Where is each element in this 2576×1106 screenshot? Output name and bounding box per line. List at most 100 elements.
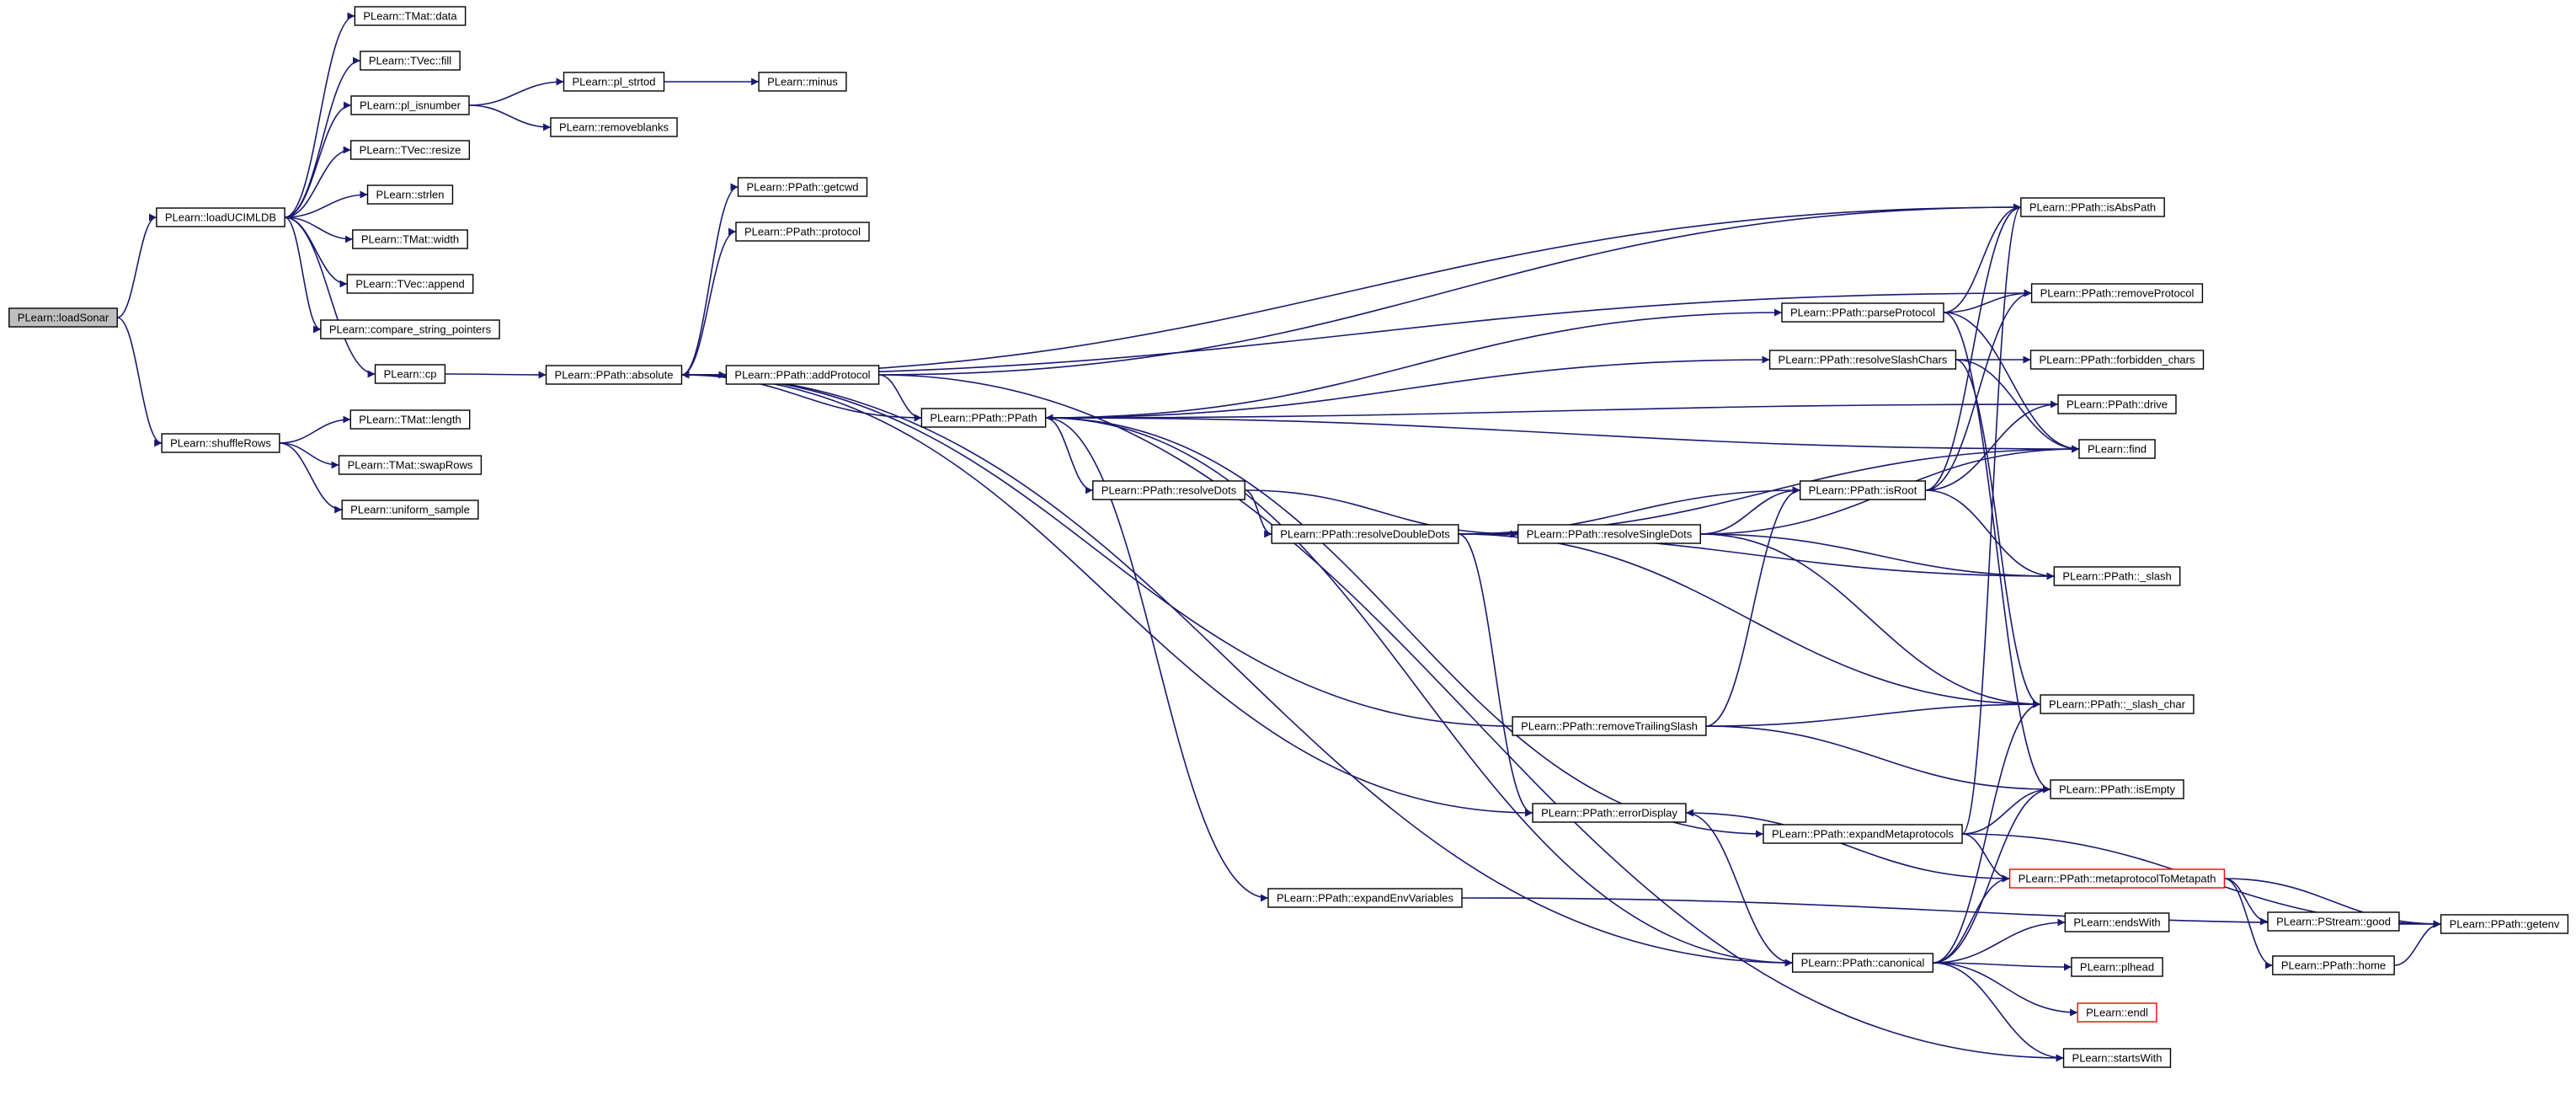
node-label: PLearn::PPath::protocol (744, 226, 861, 238)
edge-expandmetaprotocols-to-metaprotocoltometapath (1961, 833, 2010, 883)
graph-node-loadsonar[interactable]: PLearn::loadSonar (8, 307, 118, 328)
node-box (349, 409, 471, 430)
node-label: PLearn::TMat::data (363, 10, 457, 23)
node-label: PLearn::PPath::expandMetaprotocols (1772, 828, 1955, 841)
edge-path (1045, 417, 1793, 967)
node-label: PLearn::strlen (376, 189, 445, 201)
edge-path (1955, 359, 2079, 453)
edge-path (1045, 417, 1268, 902)
graph-node-tmat-width[interactable]: PLearn::TMat::width (352, 229, 468, 249)
graph-node-tvec-fill[interactable]: PLearn::TVec::fill (360, 51, 461, 71)
graph-node-drive[interactable]: PLearn::PPath::drive (2057, 394, 2177, 414)
node-box (374, 364, 446, 384)
graph-node-tvec-resize[interactable]: PLearn::TVec::resize (349, 140, 471, 160)
node-label: PLearn::PPath::resolveDoubleDots (1280, 528, 1450, 541)
edge-expandmetaprotocols-to-isempty (1962, 785, 2051, 835)
node-box (735, 222, 870, 242)
graph-node-resolvedoubledots[interactable]: PLearn::PPath::resolveDoubleDots (1271, 524, 1459, 544)
edge-ppath-to-find (1045, 417, 2079, 453)
graph-node-addprotocol[interactable]: PLearn::PPath::addProtocol (725, 365, 880, 385)
graph-node-canonical[interactable]: PLearn::PPath::canonical (1791, 953, 1934, 973)
graph-node-isroot[interactable]: PLearn::PPath::isRoot (1799, 480, 1927, 500)
edge-loadsonar-to-loaducimldb (116, 213, 157, 318)
node-label: PLearn::PPath::absolute (555, 369, 674, 382)
edge-loaducimldb-to-tmat-width (285, 216, 353, 243)
graph-node-removeblanks[interactable]: PLearn::removeblanks (550, 117, 678, 137)
node-label: PLearn::PStream::good (2276, 916, 2391, 928)
node-label: PLearn::uniform_sample (350, 504, 470, 516)
edge-path (1955, 359, 2041, 708)
node-label: PLearn::cp (384, 368, 437, 381)
graph-node-home[interactable]: PLearn::PPath::home (2272, 955, 2395, 975)
graph-node--slash-char[interactable]: PLearn::PPath::_slash_char (2040, 694, 2195, 714)
edge-path (1933, 785, 2051, 964)
edge-loaducimldb-to-tvec-fill (285, 56, 360, 218)
graph-node-startswith[interactable]: PLearn::startsWith (2062, 1048, 2172, 1068)
graph-node-pstream-good[interactable]: PLearn::PStream::good (2267, 911, 2400, 932)
node-box (2020, 197, 2165, 217)
graph-node-shufflerows[interactable]: PLearn::shuffleRows (161, 433, 280, 453)
edge-path (1700, 486, 1800, 535)
edge-path (1045, 403, 2059, 422)
node-label: PLearn::PPath::removeProtocol (2040, 287, 2195, 300)
graph-node-strlen[interactable]: PLearn::strlen (366, 184, 454, 205)
graph-node-compare-string-pointers[interactable]: PLearn::compare_string_pointers (320, 319, 500, 339)
edge-resolveslashchars-to-find (1955, 359, 2079, 453)
graph-node-find[interactable]: PLearn::find (2078, 439, 2156, 459)
edge-path (285, 146, 351, 218)
graph-node-expandenvvariables[interactable]: PLearn::PPath::expandEnvVariables (1267, 888, 1463, 908)
edge-canonical-to--slash-char (1933, 700, 2041, 964)
node-box (1092, 480, 1245, 500)
graph-node-tmat-length[interactable]: PLearn::TMat::length (349, 409, 471, 430)
graph-node-metaprotocoltometapath[interactable]: PLearn::PPath::metaprotocolToMetapath (2008, 868, 2226, 889)
graph-node-removeprotocol[interactable]: PLearn::PPath::removeProtocol (2030, 283, 2204, 303)
graph-node-ppath[interactable]: PLearn::PPath::PPath (920, 408, 1047, 428)
graph-node-uniform-sample[interactable]: PLearn::uniform_sample (341, 500, 479, 520)
graph-node-getenv[interactable]: PLearn::PPath::getenv (2440, 914, 2569, 934)
graph-node-endl[interactable]: PLearn::endl (2077, 1002, 2157, 1023)
graph-node-tvec-append[interactable]: PLearn::TVec::append (346, 274, 474, 294)
graph-node-endswith[interactable]: PLearn::endsWith (2064, 912, 2170, 932)
node-box (2078, 439, 2156, 459)
graph-node-pl-isnumber[interactable]: PLearn::pl_isnumber (350, 95, 470, 115)
edge-path (285, 56, 360, 218)
node-label: PLearn::TVec::resize (360, 144, 461, 157)
graph-node-removetrailingslash[interactable]: PLearn::PPath::removeTrailingSlash (1512, 716, 1707, 736)
graph-node-pl-strtod[interactable]: PLearn::pl_strtod (563, 72, 665, 92)
node-box (563, 72, 665, 92)
graph-node-resolveslashchars[interactable]: PLearn::PPath::resolveSlashChars (1768, 350, 1957, 370)
node-box (737, 177, 868, 197)
node-box (920, 408, 1047, 428)
graph-node-minus[interactable]: PLearn::minus (758, 72, 847, 92)
edge-resolvedoubledots-to-errordisplay (1458, 533, 1533, 817)
node-box (338, 455, 483, 475)
node-box (1532, 803, 1687, 823)
graph-node-resolvedots[interactable]: PLearn::PPath::resolveDots (1092, 480, 1245, 500)
graph-node-resolvesingledots[interactable]: PLearn::PPath::resolveSingleDots (1517, 524, 1701, 544)
edge-path (681, 371, 1793, 964)
graph-node-errordisplay[interactable]: PLearn::PPath::errorDisplay (1532, 803, 1687, 823)
graph-node--slash[interactable]: PLearn::PPath::_slash (2053, 566, 2181, 586)
edge-resolvesingledots-to-isroot (1700, 486, 1800, 535)
graph-node-tmat-swaprows[interactable]: PLearn::TMat::swapRows (338, 455, 483, 475)
edge-path (285, 216, 353, 243)
graph-node-protocol[interactable]: PLearn::PPath::protocol (735, 222, 870, 242)
graph-node-plhead[interactable]: PLearn::plhead (2071, 957, 2163, 977)
graph-node-isempty[interactable]: PLearn::PPath::isEmpty (2050, 779, 2184, 799)
graph-node-tmat-data[interactable]: PLearn::TMat::data (354, 6, 467, 26)
graph-node-cp[interactable]: PLearn::cp (374, 364, 446, 384)
node-label: PLearn::PPath::metaprotocolToMetapath (2019, 873, 2216, 885)
graph-node-expandmetaprotocols[interactable]: PLearn::PPath::expandMetaprotocols (1763, 824, 1963, 844)
graph-node-loaducimldb[interactable]: PLearn::loadUCIMLDB (156, 207, 285, 227)
edge-path (116, 317, 163, 447)
edge-path (1962, 785, 2051, 835)
graph-node-getcwd[interactable]: PLearn::PPath::getcwd (737, 177, 868, 197)
graph-node-parseprotocol[interactable]: PLearn::PPath::parseProtocol (1781, 302, 1944, 323)
node-label: PLearn::PPath::expandEnvVariables (1277, 892, 1454, 905)
edge-shufflerows-to-tmat-length (279, 415, 351, 444)
node-box (1768, 350, 1957, 370)
graph-node-isabspath[interactable]: PLearn::PPath::isAbsPath (2020, 197, 2165, 217)
graph-node-forbidden-chars[interactable]: PLearn::PPath::forbidden_chars (2029, 350, 2205, 370)
edge-path (1045, 355, 1770, 419)
graph-node-absolute[interactable]: PLearn::PPath::absolute (545, 365, 683, 385)
